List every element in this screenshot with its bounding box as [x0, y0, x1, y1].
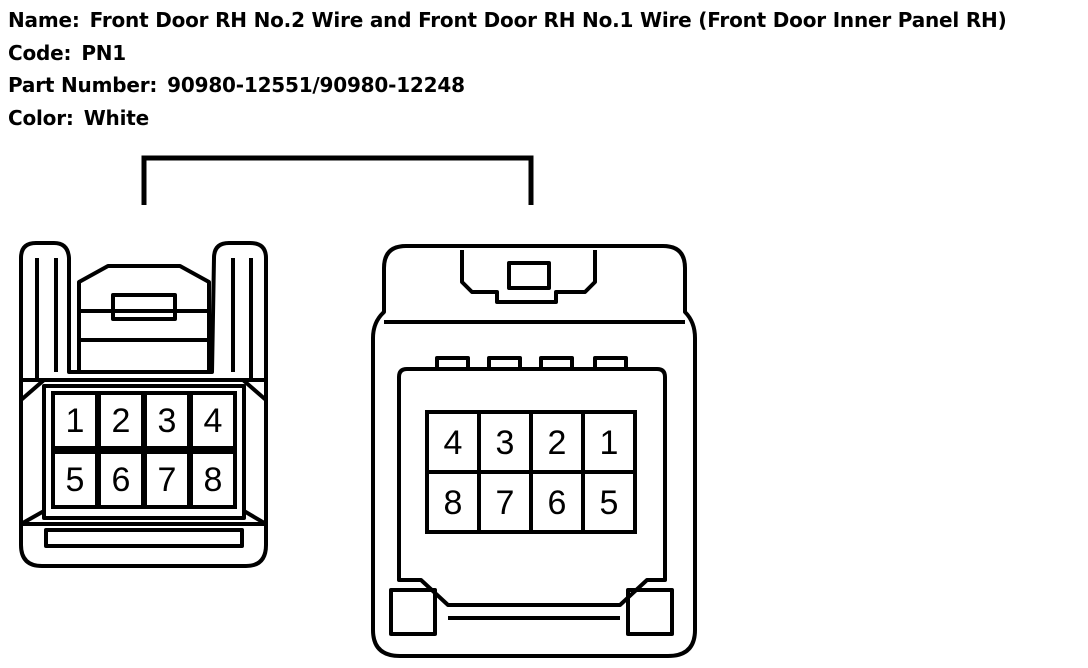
part-number-line: Part Number: 90980-12551/90980-12248 [8, 73, 465, 97]
right-pin-label: 5 [600, 484, 619, 522]
left-pin-label: 6 [112, 461, 131, 499]
right-pin-label: 8 [444, 484, 463, 522]
left-pin-label: 1 [66, 402, 85, 440]
part-number-label: Part Number: [8, 73, 158, 97]
color-line: Color: White [8, 106, 149, 130]
left-connector [19, 241, 268, 568]
right-pin-cell [581, 410, 637, 474]
left-pin-cell [189, 391, 237, 450]
right-connector [371, 244, 697, 658]
right-pin-label: 7 [496, 484, 515, 522]
name-line: Name: Front Door RH No.2 Wire and Front D… [8, 8, 1007, 32]
right-pin-cell [581, 470, 637, 534]
left-connector-body [19, 241, 268, 568]
left-pin-cell [97, 450, 145, 509]
left-pin-housing [42, 384, 246, 520]
left-pin-cell [143, 450, 191, 509]
left-pin-grid [51, 391, 237, 509]
color-value: White [83, 106, 149, 130]
left-pin-label: 5 [66, 461, 85, 499]
right-pin-label: 6 [548, 484, 567, 522]
left-pin-cell [51, 391, 99, 450]
left-pin-cell [143, 391, 191, 450]
left-pin-label: 3 [158, 402, 177, 440]
name-value: Front Door RH No.2 Wire and Front Door R… [89, 8, 1007, 32]
left-pin-cell [189, 450, 237, 509]
left-pin-cell [51, 450, 99, 509]
code-value: PN1 [81, 41, 127, 65]
right-corner-key [626, 588, 674, 636]
right-pin-label: 3 [496, 424, 515, 462]
right-pin-grid [425, 410, 637, 534]
code-label: Code: [8, 41, 72, 65]
left-pin-cell [97, 391, 145, 450]
right-pin-label: 4 [444, 424, 463, 462]
right-corner-key [389, 588, 437, 636]
right-pin-label: 1 [600, 424, 619, 462]
code-line: Code: PN1 [8, 41, 126, 65]
right-connector-body [371, 244, 697, 658]
pairing-bracket [141, 155, 534, 205]
left-pin-label: 4 [204, 402, 223, 440]
name-label: Name: [8, 8, 80, 32]
left-pin-label: 8 [204, 461, 223, 499]
color-label: Color: [8, 106, 74, 130]
left-pin-label: 2 [112, 402, 131, 440]
right-pin-label: 2 [548, 424, 567, 462]
part-number-value: 90980-12551/90980-12248 [167, 73, 465, 97]
right-pin-housing [397, 367, 667, 607]
right-pin-cell [425, 470, 481, 534]
left-pin-label: 7 [158, 461, 177, 499]
